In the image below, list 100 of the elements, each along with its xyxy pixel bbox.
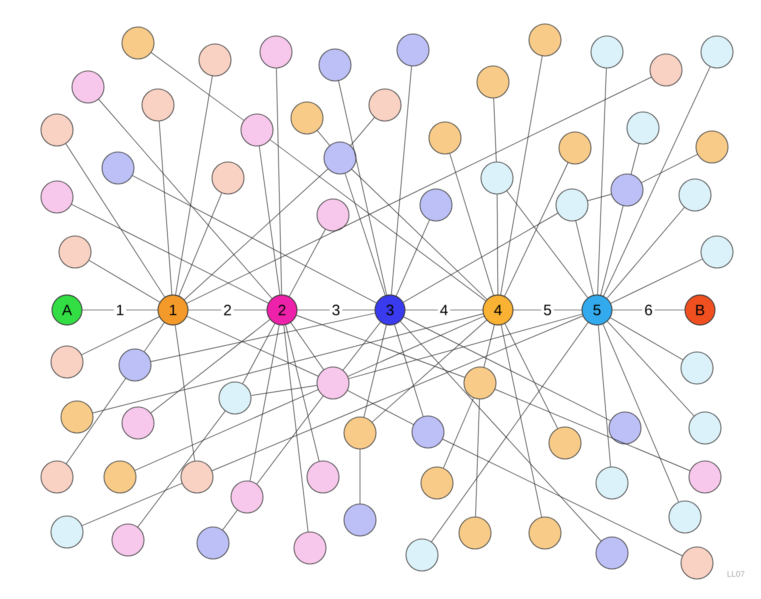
connector-line (66, 143, 165, 298)
connector-line (186, 76, 652, 304)
circle-node (318, 48, 352, 82)
connector-line (484, 324, 495, 368)
circle-node (324, 142, 356, 174)
circle-node (40, 460, 74, 494)
edge-label: 1 (114, 302, 126, 318)
connector-line (158, 121, 172, 295)
edge-label: 4 (438, 302, 450, 318)
connector-line (506, 190, 588, 298)
circle-node (596, 466, 628, 500)
circle-node (700, 236, 734, 268)
circle-node (122, 406, 154, 440)
circle-node (306, 460, 340, 494)
connector-line (404, 316, 611, 421)
circle-node (50, 516, 84, 548)
circle-node (230, 480, 264, 514)
circle-node (680, 546, 714, 580)
circle-node (112, 524, 144, 556)
connector-line (250, 385, 318, 396)
connector-line (175, 76, 213, 296)
connector-line (504, 162, 568, 296)
connector-line (276, 68, 282, 295)
circle-node (406, 538, 438, 572)
connector-line (92, 314, 484, 414)
circle-node (696, 130, 728, 164)
circle-node (420, 466, 454, 500)
edge-label: 6 (642, 302, 655, 318)
circle-node (240, 114, 274, 146)
edge-label: 5 (541, 302, 554, 318)
connector-line (352, 169, 488, 300)
connector-line (588, 194, 612, 201)
connector-line (134, 389, 318, 471)
connector-line (138, 410, 226, 528)
connector-line (576, 220, 594, 296)
connector-line (212, 316, 584, 471)
circle-node (180, 460, 214, 494)
circle-node (610, 174, 644, 206)
connector-line (504, 324, 558, 429)
connector-line (270, 140, 486, 302)
circle-node (464, 366, 496, 400)
connector-line (496, 194, 498, 295)
connector-line (606, 207, 685, 299)
connector-line (610, 258, 703, 304)
connector-line (66, 378, 126, 464)
connector-line (348, 316, 484, 377)
circle-node (118, 348, 152, 382)
connector-line (289, 229, 326, 297)
connector-line (600, 206, 624, 296)
circle-node (344, 416, 376, 450)
circle-node (40, 180, 74, 214)
connector-line (607, 321, 694, 416)
circle-node (680, 352, 714, 384)
circle-node (212, 162, 244, 194)
circle-node (458, 516, 492, 550)
circle-node (556, 188, 588, 222)
circle-node (700, 36, 734, 68)
connector-line (443, 398, 474, 468)
circle-node (396, 34, 430, 66)
circle-node (476, 66, 510, 98)
circle-node (40, 114, 74, 146)
connector-line (338, 80, 387, 296)
connector-line (317, 130, 330, 146)
connector-line (348, 314, 582, 379)
circle-node (548, 426, 582, 460)
circle-node (480, 162, 514, 194)
connector-line (403, 212, 558, 303)
connector-line (493, 98, 497, 162)
circle-node (60, 400, 94, 434)
circle-node (316, 366, 350, 400)
connector-line (342, 322, 381, 370)
connector-line (258, 146, 280, 295)
connector-line (150, 312, 376, 362)
circle-node (344, 504, 376, 536)
circle-node (50, 346, 84, 378)
connector-line (450, 153, 494, 296)
connector-line (132, 175, 377, 304)
connector-line (344, 173, 386, 296)
connector-line (350, 117, 375, 146)
connector-line (71, 204, 268, 304)
connector-line (242, 323, 276, 384)
connector-line (500, 324, 542, 518)
connector-line (475, 399, 480, 517)
connector-line (82, 483, 182, 526)
connector-line (610, 317, 684, 360)
circle-node (428, 122, 462, 154)
connector-line (630, 144, 640, 174)
circle-node (528, 24, 562, 56)
connector-line (174, 325, 195, 462)
connector-line (400, 321, 602, 542)
connector-line (603, 66, 710, 296)
connector-line (150, 52, 244, 121)
connector-line (641, 154, 698, 183)
edge-label: 3 (330, 302, 342, 318)
connector-line (285, 324, 320, 462)
circle-node (290, 102, 324, 134)
circle-node (198, 44, 232, 76)
connector-line (284, 325, 308, 532)
circle-node (294, 532, 326, 564)
connector-line (394, 324, 424, 417)
